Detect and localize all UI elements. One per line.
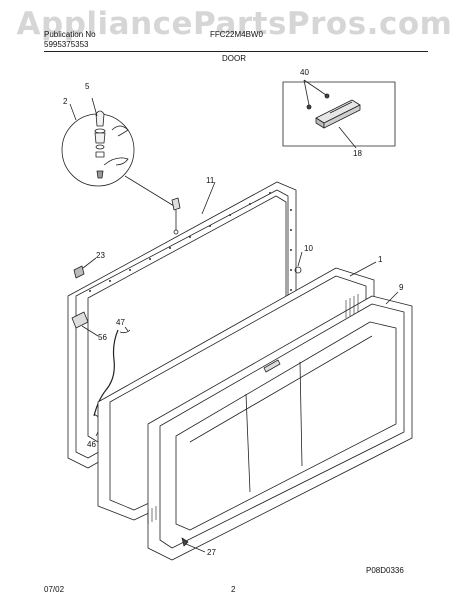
callout-23: 23 — [96, 251, 105, 260]
screw-40a — [306, 104, 312, 110]
callout-56: 56 — [98, 333, 107, 342]
section-title: DOOR — [222, 54, 246, 63]
hinge-socket — [171, 197, 181, 235]
callout-27: 27 — [207, 548, 216, 557]
latch-23 — [73, 265, 85, 279]
part-56 — [71, 311, 89, 329]
callout-2: 2 — [63, 97, 68, 106]
callout-1: 1 — [378, 255, 383, 264]
callout-9: 9 — [399, 283, 404, 292]
model-number: FFC22M4BW0 — [210, 30, 263, 39]
publication-label: Publication No — [44, 30, 96, 39]
callout-5: 5 — [85, 82, 90, 91]
hinge-inset-box — [282, 81, 396, 147]
footer-page: 2 — [231, 585, 236, 594]
door-shell-9 — [147, 295, 413, 561]
hinge-part-18 — [315, 99, 361, 129]
callout-47: 47 — [116, 318, 125, 327]
header-divider — [44, 51, 428, 52]
screw-10 — [294, 266, 302, 274]
callout-40: 40 — [300, 68, 309, 77]
footer-date: 07/02 — [44, 585, 65, 594]
vent-grille-top — [345, 294, 359, 318]
lamp-assembly-5 — [94, 110, 129, 179]
door-handle — [263, 359, 281, 373]
vent-grille-bottom — [147, 506, 157, 524]
drawing-id: P08D0336 — [366, 566, 404, 575]
callout-11: 11 — [206, 176, 215, 185]
callout-46: 46 — [87, 440, 96, 449]
watermark-text: AppliancePartsPros.com — [16, 6, 453, 42]
callout-10: 10 — [304, 244, 313, 253]
publication-number: 5995375353 — [44, 40, 89, 49]
callout-18: 18 — [353, 149, 362, 158]
